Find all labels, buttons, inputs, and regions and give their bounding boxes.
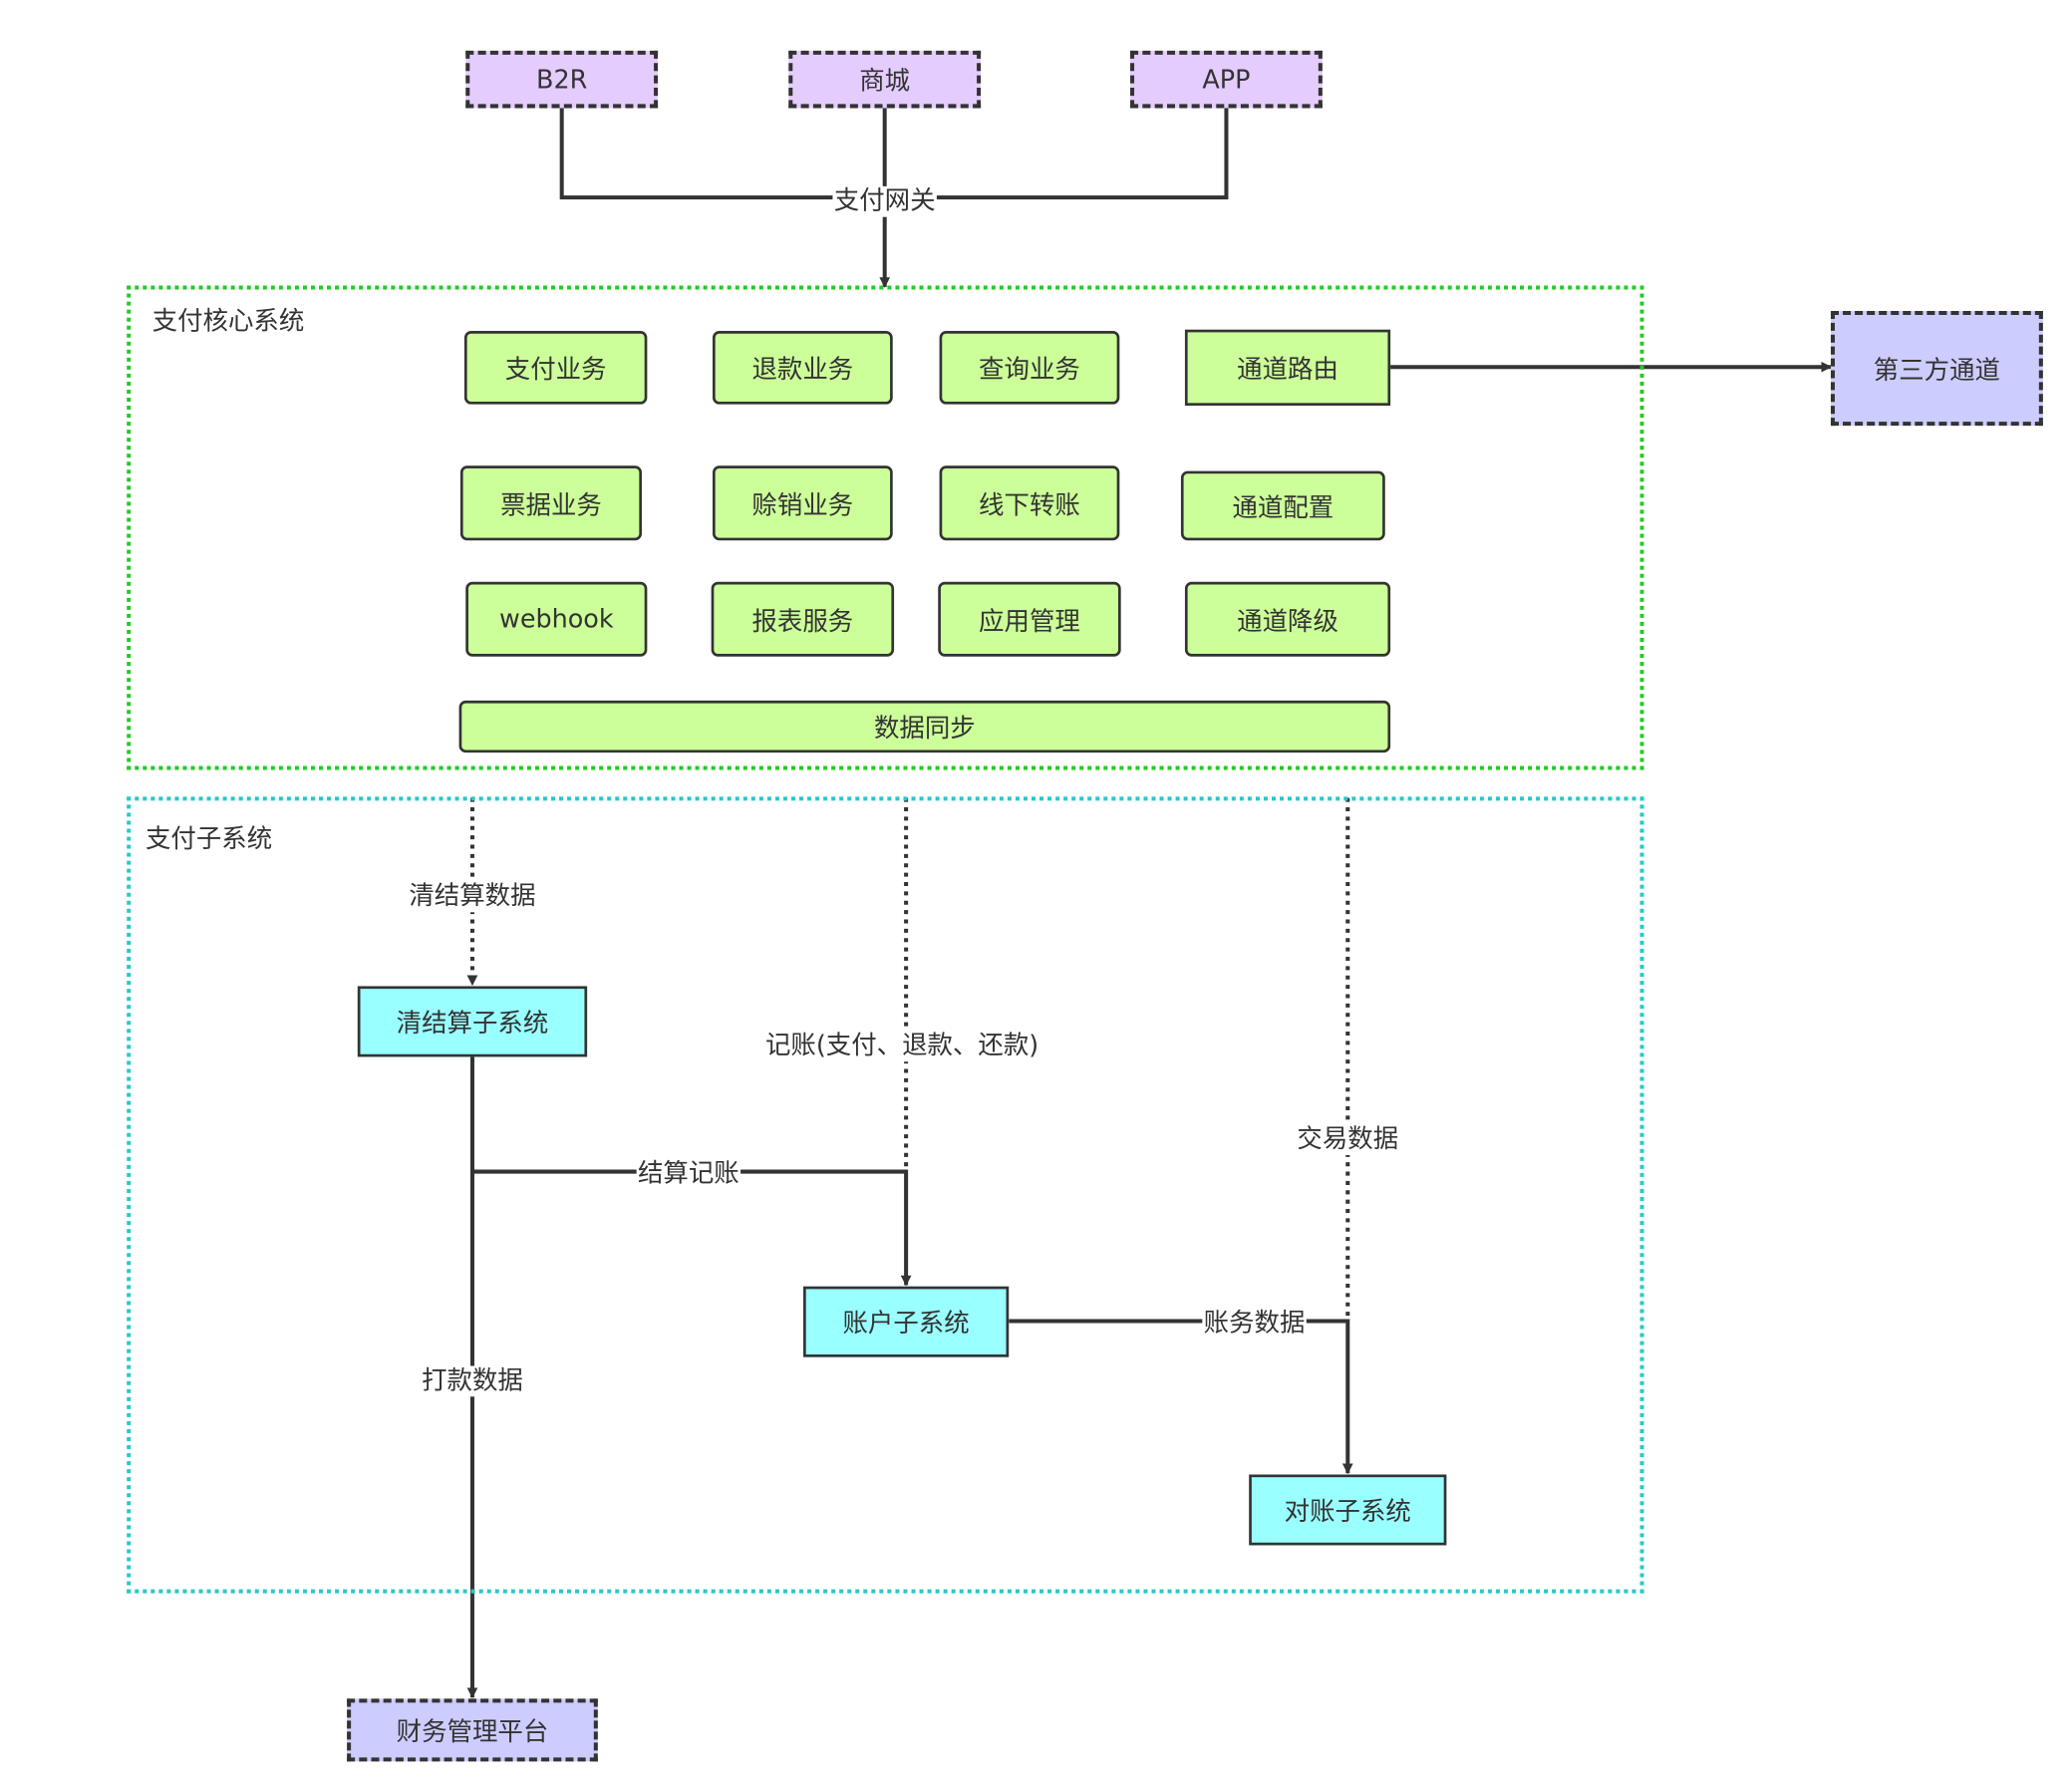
sub-system-label: 支付子系统 <box>145 824 273 854</box>
module-pay[interactable]: 支付业务 <box>463 331 648 405</box>
reconcile-subsystem[interactable]: 对账子系统 <box>1249 1474 1447 1546</box>
gateway-label: 支付网关 <box>832 185 937 217</box>
module-query[interactable]: 查询业务 <box>939 331 1120 405</box>
module-channel-routing[interactable]: 通道路由 <box>1184 329 1391 407</box>
edge-settlement-booking <box>471 1169 912 1287</box>
edge-label-trade-data: 交易数据 <box>1296 1124 1400 1155</box>
core-system-group <box>127 285 1644 770</box>
module-refund[interactable]: 退款业务 <box>712 331 893 405</box>
module-data-sync[interactable]: 数据同步 <box>458 700 1391 753</box>
sub-system-group <box>127 796 1644 1594</box>
edge-b2r-gateway <box>559 107 885 200</box>
edge-label-payout-data: 打款数据 <box>420 1365 525 1397</box>
edge-label-settlement-data: 清结算数据 <box>408 881 537 913</box>
source-b2r[interactable]: B2R <box>465 50 659 109</box>
module-channel-degrade[interactable]: 通道降级 <box>1184 581 1391 657</box>
edge-label-bookkeeping: 记账(支付、退款、还款) <box>763 1031 1040 1061</box>
module-bill[interactable]: 票据业务 <box>459 465 643 541</box>
module-channel-config[interactable]: 通道配置 <box>1180 470 1385 541</box>
edge-app-gateway <box>884 107 1229 200</box>
module-offline-transfer[interactable]: 线下转账 <box>939 465 1120 541</box>
module-report[interactable]: 报表服务 <box>711 581 895 657</box>
source-app[interactable]: APP <box>1130 50 1323 109</box>
edge-label-account-data: 账务数据 <box>1202 1308 1307 1340</box>
module-webhook[interactable]: webhook <box>465 581 648 657</box>
source-mall[interactable]: 商城 <box>788 50 982 109</box>
module-write-off[interactable]: 赊销业务 <box>712 465 893 541</box>
edge-label-settlement-booking: 结算记账 <box>636 1158 741 1190</box>
settlement-subsystem[interactable]: 清结算子系统 <box>357 986 588 1057</box>
account-subsystem[interactable]: 账户子系统 <box>803 1286 1010 1357</box>
core-system-label: 支付核心系统 <box>151 306 305 337</box>
finance-platform[interactable]: 财务管理平台 <box>347 1698 598 1762</box>
edge-account-data <box>1009 1319 1353 1475</box>
module-app-mgmt[interactable]: 应用管理 <box>938 581 1121 657</box>
third-party-channel[interactable]: 第三方通道 <box>1830 310 2043 427</box>
